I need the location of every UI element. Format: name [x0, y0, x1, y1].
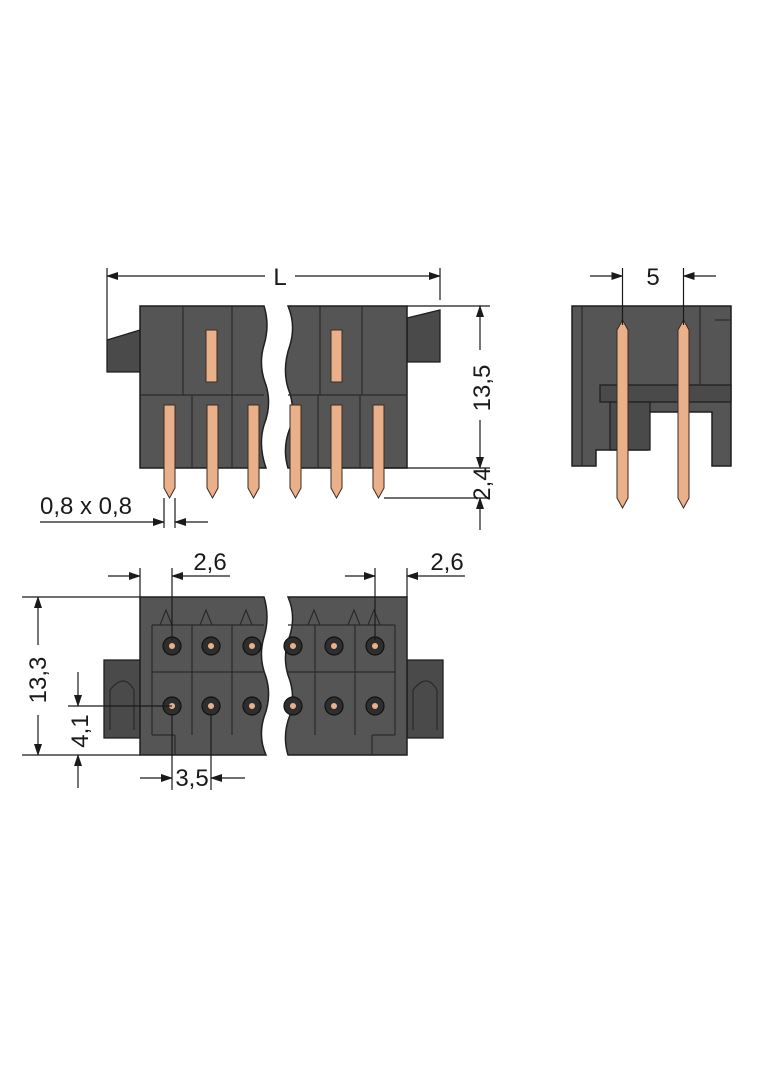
upper-pin: [330, 329, 343, 383]
lower-pin: [289, 404, 302, 500]
lower-pins: [163, 404, 385, 500]
lower-pin: [372, 404, 385, 500]
dim-pitch-side-label: 5: [646, 264, 659, 291]
dim-height-label: 13,5: [469, 365, 496, 412]
side-pin-left: [616, 318, 629, 510]
lower-pin: [330, 404, 343, 500]
dim-width-label: 13,3: [25, 657, 52, 704]
side-pin-right: [677, 318, 690, 510]
left-latch: [106, 329, 141, 373]
side-notch: [609, 401, 651, 451]
dim-latch-left-label: 2,6: [193, 549, 226, 576]
top-housing-left: [139, 596, 270, 756]
top-housing-right: [284, 596, 408, 756]
dim-pitch-label: 3,5: [175, 765, 208, 792]
dim-row-offset-label: 4,1: [67, 714, 94, 747]
right-latch: [406, 309, 441, 363]
dim-pin-size-label: 0,8 x 0,8: [40, 493, 132, 520]
dim-pin-offset-label: 2,4: [469, 467, 496, 500]
dim-latch-right-label: 2,6: [430, 549, 463, 576]
housing-details: [140, 306, 407, 468]
lower-pin: [206, 404, 219, 500]
top-view: 2,6 2,6 13,3 4,1 3,5: [22, 549, 465, 792]
lower-pin: [247, 404, 260, 500]
housing-right: [284, 305, 408, 469]
contact-holes: [162, 636, 385, 716]
side-view: 5: [571, 264, 732, 510]
dim-length-label: L: [273, 264, 286, 291]
lower-pin: [163, 404, 176, 500]
front-view: L 13,5 2,4 0,8 x 0,8: [40, 264, 496, 530]
upper-pin: [205, 329, 218, 383]
